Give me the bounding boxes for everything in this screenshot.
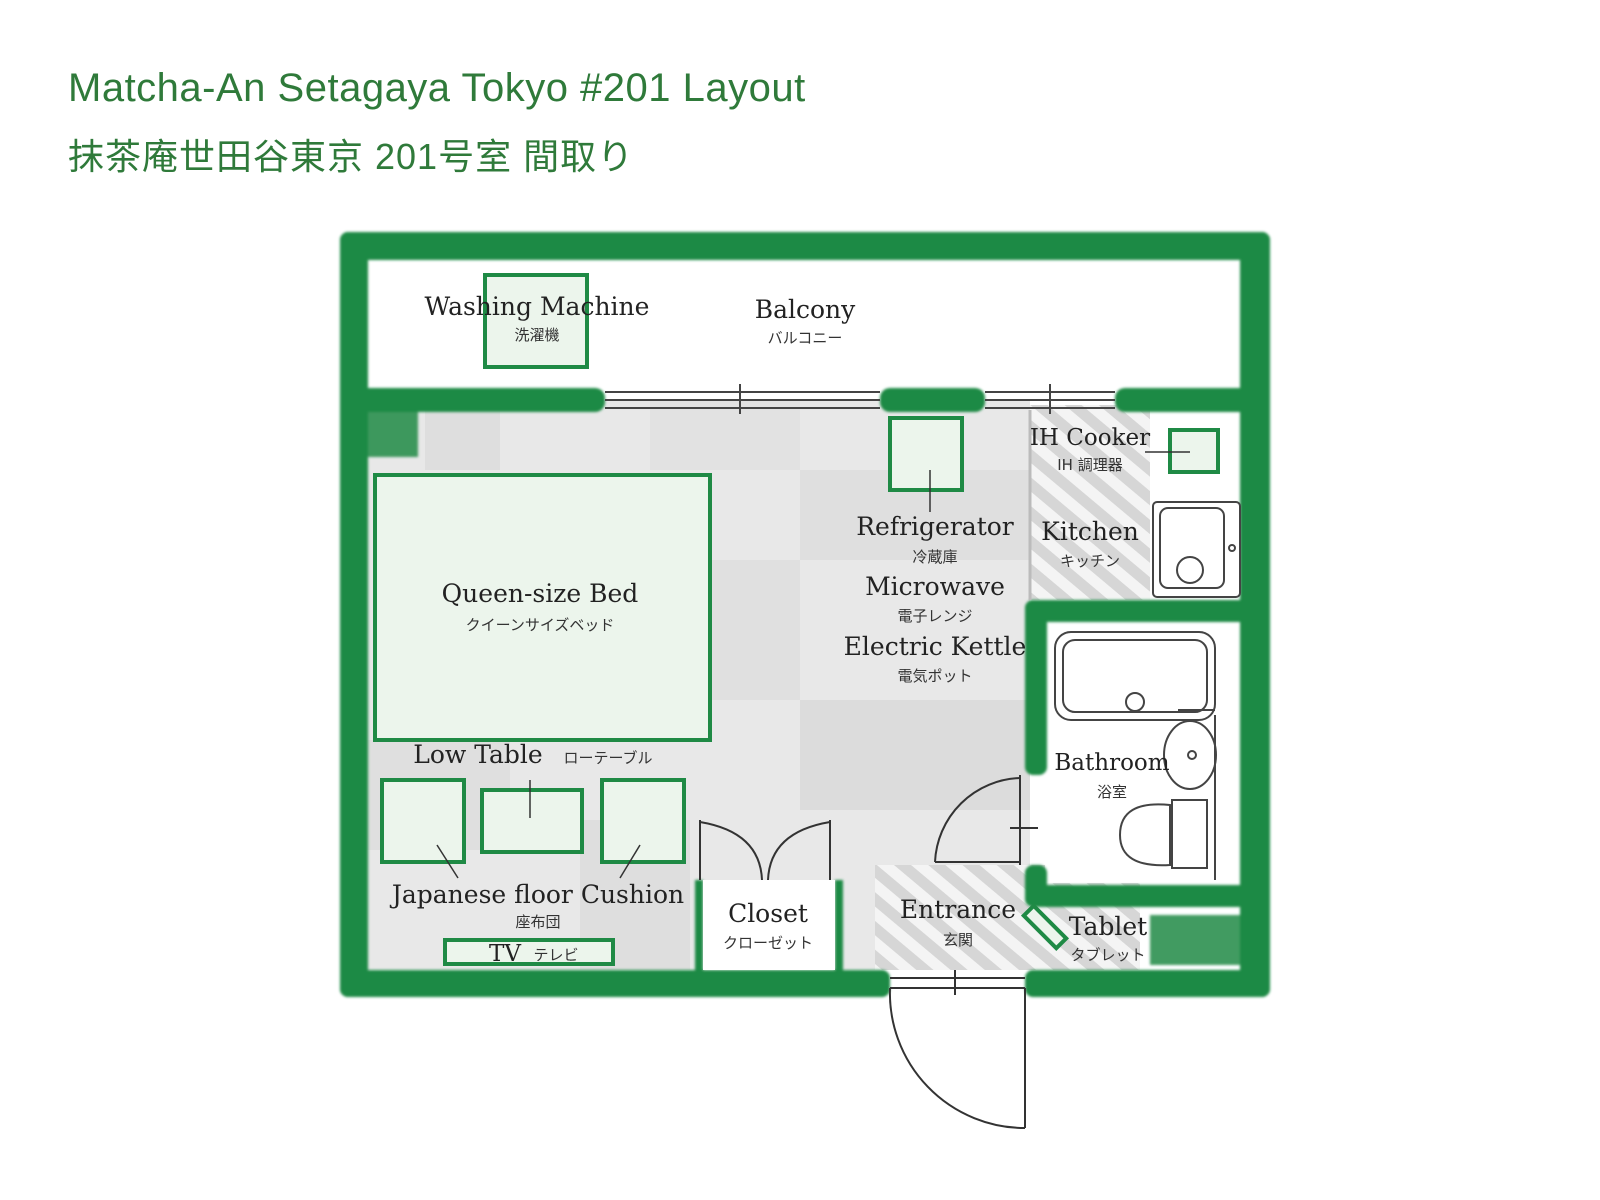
closet-interior [703, 880, 835, 970]
kitchen-label: Kitchen [1041, 517, 1139, 546]
cushion-label-ja: 座布団 [515, 913, 560, 931]
kitchen-label-ja: キッチン [1060, 552, 1120, 570]
floor-cushion-right [600, 778, 686, 864]
leader-lines [436, 451, 1190, 879]
page-subtitle: 抹茶庵世田谷東京 201号室 間取り [68, 136, 635, 177]
tablet-label-ja: タブレット [1070, 946, 1145, 964]
washing-machine-label: Washing Machine [425, 292, 650, 321]
queen-bed [373, 473, 712, 742]
microwave-label: Microwave [865, 572, 1005, 601]
tv [443, 938, 615, 966]
low-table-label-ja: ローテーブル [563, 749, 652, 767]
low-table-label: Low Table [413, 740, 542, 769]
cushion-label: Japanese floor Cushion [389, 880, 684, 909]
closet-label-ja: クローゼット [723, 934, 813, 952]
doors [699, 775, 1038, 1129]
ih-cooker [1168, 428, 1220, 474]
entrance-label-ja: 玄関 [943, 931, 973, 949]
electric-kettle-label: Electric Kettle [844, 632, 1027, 661]
tv-label-ja: テレビ [533, 946, 578, 964]
bathroom-label-ja: 浴室 [1097, 783, 1127, 801]
page-title: Matcha-An Setagaya Tokyo #201 Layout [68, 66, 806, 110]
balcony-label-ja: バルコニー [768, 329, 843, 347]
refrigerator-label-ja: 冷蔵庫 [912, 548, 957, 566]
tablet-label: Tablet [1069, 912, 1147, 941]
ih-cooker-label-ja: IH 調理器 [1057, 456, 1122, 474]
refrigerator-label: Refrigerator [856, 512, 1014, 541]
bed-label: Queen-size Bed [442, 579, 639, 608]
ih-cooker-label: IH Cooker [1030, 425, 1150, 451]
washing-machine [483, 273, 589, 369]
washing-machine-label-ja: 洗濯機 [514, 326, 559, 344]
microwave-label-ja: 電子レンジ [897, 607, 972, 625]
bathroom-fixtures [1054, 631, 1217, 880]
tv-label: TV [489, 941, 521, 967]
low-table [480, 788, 584, 854]
closet-label: Closet [728, 899, 808, 928]
electric-kettle-label-ja: 電気ポット [897, 667, 972, 685]
kitchen-sink [1152, 501, 1241, 598]
floor-cushion-left [380, 778, 466, 864]
kitchen-floor [1030, 405, 1150, 600]
bed-label-ja: クイーンサイズベッド [466, 616, 615, 634]
bathroom-label: Bathroom [1054, 750, 1169, 776]
walls [340, 232, 1270, 997]
entrance-label: Entrance [900, 895, 1016, 924]
refrigerator [888, 416, 964, 492]
balcony-label: Balcony [755, 295, 856, 324]
balcony-windows [605, 384, 1115, 600]
tablet [1020, 902, 1070, 952]
